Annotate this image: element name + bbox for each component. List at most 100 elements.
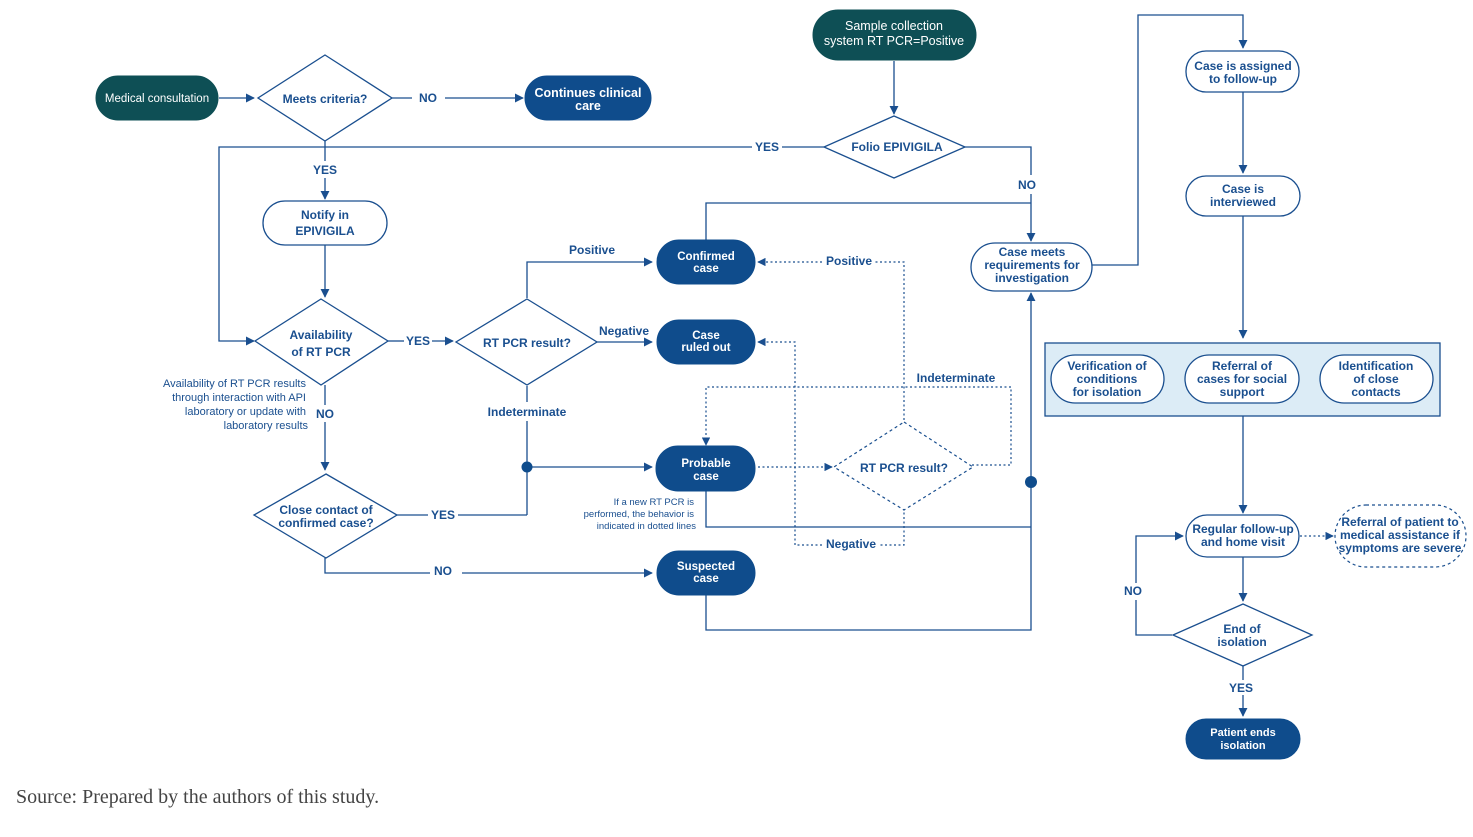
svg-text:laboratory results: laboratory results — [224, 420, 309, 432]
edge-label-no: NO — [1018, 178, 1036, 192]
node-rtpcr-result-1: RT PCR result? — [454, 298, 599, 386]
svg-text:through interaction with API: through interaction with API — [172, 392, 306, 404]
svg-text:Suspected: Suspected — [677, 561, 735, 573]
svg-text:and home visit: and home visit — [1201, 535, 1285, 549]
svg-text:indicated in dotted lines: indicated in dotted lines — [597, 521, 697, 532]
connectors — [218, 14, 1248, 717]
svg-text:Availability: Availability — [290, 328, 353, 342]
edge-label-positive: Positive — [569, 243, 615, 257]
svg-text:EPIVIGILA: EPIVIGILA — [295, 224, 355, 238]
node-close-contact: Close contact of confirmed case? — [252, 473, 399, 559]
svg-text:support: support — [1220, 385, 1265, 399]
node-regular-followup: Regular follow-up and home visit — [1185, 514, 1300, 558]
svg-text:End of: End of — [1223, 622, 1261, 636]
node-case-assigned: Case is assigned to follow-up — [1185, 50, 1300, 93]
svg-text:care: care — [575, 99, 601, 113]
edge-label-no: NO — [419, 91, 437, 105]
node-availability-rtpcr: Availability of RT PCR — [253, 298, 390, 386]
svg-text:Case is assigned: Case is assigned — [1194, 59, 1291, 73]
edge-label-indeterminate: Indeterminate — [488, 405, 567, 419]
node-identification-contacts: Identification of close contacts — [1319, 354, 1434, 404]
svg-text:conditions: conditions — [1077, 372, 1138, 386]
svg-text:isolation: isolation — [1217, 635, 1266, 649]
edge-label-yes: YES — [1229, 681, 1253, 695]
svg-text:Referral of: Referral of — [1212, 359, 1273, 373]
svg-text:Referral of patient to: Referral of patient to — [1341, 515, 1458, 529]
node-case-ruled-out: Case ruled out — [656, 319, 756, 365]
edge-label-negative: Negative — [826, 537, 876, 551]
svg-text:isolation: isolation — [1220, 740, 1266, 752]
svg-text:ruled out: ruled out — [681, 342, 730, 354]
svg-text:Continues clinical: Continues clinical — [535, 86, 642, 100]
svg-text:confirmed case?: confirmed case? — [278, 516, 373, 530]
dotted-lines-note: If a new RT PCR is performed, the behavi… — [584, 497, 697, 532]
edge-labels: NO YES YES NO Positive Negative Indeterm… — [313, 91, 1253, 695]
svg-text:of close: of close — [1353, 372, 1399, 386]
svg-text:Notify in: Notify in — [301, 208, 349, 222]
svg-text:of RT PCR: of RT PCR — [291, 345, 351, 359]
svg-text:Patient ends: Patient ends — [1210, 727, 1275, 739]
svg-text:Regular follow-up: Regular follow-up — [1192, 522, 1293, 536]
node-referral-social: Referral of cases for social support — [1184, 354, 1300, 404]
svg-text:interviewed: interviewed — [1210, 195, 1276, 209]
edge-label-yes: YES — [313, 163, 337, 177]
junction-dot — [1025, 476, 1037, 488]
node-probable-case: Probable case — [655, 445, 756, 492]
node-patient-ends-isolation: Patient ends isolation — [1185, 718, 1301, 760]
node-continues-care: Continues clinical care — [524, 75, 652, 121]
edge-label-positive: Positive — [826, 254, 872, 268]
svg-text:cases for social: cases for social — [1197, 372, 1287, 386]
svg-text:medical assistance if: medical assistance if — [1340, 528, 1461, 542]
node-sample-collection: Sample collection system RT PCR=Positive — [812, 9, 977, 61]
edge-label-yes: YES — [431, 508, 455, 522]
svg-text:Sample collection: Sample collection — [845, 19, 943, 33]
node-confirmed-case: Confirmed case — [656, 239, 756, 285]
edge-label-no: NO — [1124, 584, 1142, 598]
svg-text:Close contact of: Close contact of — [279, 503, 373, 517]
svg-text:Case meets: Case meets — [999, 245, 1066, 259]
svg-text:system RT PCR=Positive: system RT PCR=Positive — [824, 34, 964, 48]
node-meets-criteria: Meets criteria? — [256, 54, 394, 142]
svg-text:symptoms are severe: symptoms are severe — [1339, 541, 1462, 555]
node-rtpcr-result-2: RT PCR result? — [832, 421, 975, 511]
svg-text:RT PCR result?: RT PCR result? — [483, 336, 571, 350]
svg-text:RT PCR result?: RT PCR result? — [860, 461, 948, 475]
svg-text:contacts: contacts — [1351, 385, 1401, 399]
edge-label-yes: YES — [755, 140, 779, 154]
svg-text:to follow-up: to follow-up — [1209, 72, 1277, 86]
node-notify-epivigila: Notify in EPIVIGILA — [262, 200, 388, 246]
node-suspected-case: Suspected case — [656, 550, 756, 596]
edge-label-no: NO — [434, 564, 452, 578]
node-case-meets-requirements: Case meets requirements for investigatio… — [970, 242, 1093, 292]
svg-text:Case: Case — [692, 330, 720, 342]
availability-note: Availability of RT PCR results through i… — [163, 378, 309, 432]
source-caption: Source: Prepared by the authors of this … — [16, 786, 380, 808]
junction-dot — [521, 461, 533, 473]
svg-text:case: case — [693, 263, 719, 275]
svg-text:requirements for: requirements for — [984, 258, 1080, 272]
node-referral-medical: Referral of patient to medical assistanc… — [1334, 504, 1467, 568]
svg-text:performed, the behavior is: performed, the behavior is — [584, 509, 695, 520]
edge-label-indeterminate: Indeterminate — [917, 371, 996, 385]
svg-text:case: case — [693, 573, 719, 585]
svg-text:Medical consultation: Medical consultation — [105, 93, 209, 105]
edge-label-negative: Negative — [599, 324, 649, 338]
svg-text:for isolation: for isolation — [1073, 385, 1142, 399]
node-end-isolation: End of isolation — [1171, 603, 1314, 667]
svg-text:Confirmed: Confirmed — [677, 251, 735, 263]
edge-label-no: NO — [316, 407, 334, 421]
node-case-interviewed: Case is interviewed — [1185, 175, 1301, 217]
svg-text:investigation: investigation — [995, 271, 1069, 285]
svg-text:laboratory or update with: laboratory or update with — [185, 406, 306, 418]
svg-text:Availability of RT PCR results: Availability of RT PCR results — [163, 378, 307, 390]
svg-text:If a new RT PCR is: If a new RT PCR is — [614, 497, 695, 508]
dotted-connectors — [701, 257, 1334, 546]
svg-text:Probable: Probable — [681, 458, 730, 470]
svg-text:case: case — [693, 471, 719, 483]
svg-text:Case is: Case is — [1222, 182, 1264, 196]
svg-text:Identification: Identification — [1339, 359, 1414, 373]
node-medical-consultation: Medical consultation — [95, 75, 219, 121]
svg-text:Verification of: Verification of — [1067, 359, 1147, 373]
node-verification-conditions: Verification of conditions for isolation — [1050, 354, 1165, 404]
